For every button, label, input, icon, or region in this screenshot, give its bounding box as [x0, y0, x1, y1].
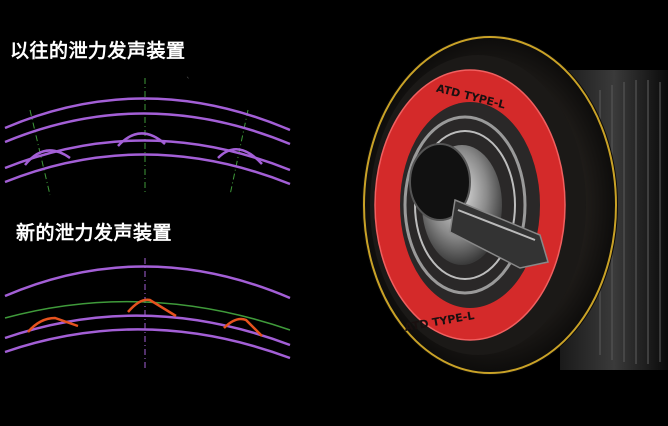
clicker-bump-left: [24, 149, 71, 166]
clicker-ring-inner-arc: [4, 153, 291, 186]
silver-ring-outer: [403, 115, 527, 295]
cam-profile-right: [223, 317, 263, 337]
clicker-ring-arc-new: [4, 314, 291, 347]
conventional-diagram: [4, 78, 291, 196]
clicker-bump-center: [117, 132, 166, 147]
outer-ring-inner-arc: [4, 112, 291, 146]
green-reference-arc: [4, 300, 291, 331]
cam-profile-center: [127, 298, 177, 318]
tick-mark: `: [186, 76, 191, 87]
outer-ring-arc-new: [4, 265, 291, 300]
heading-conventional-drag-clicker: 以往的泄力发声装置: [10, 40, 186, 62]
gold-trim-ring: [363, 36, 617, 374]
clicker-bump-right: [217, 148, 263, 165]
cam-profile-left: [27, 316, 79, 333]
heading-new-drag-clicker: 新的泄力发声装置: [16, 222, 173, 244]
clicker-ring-arc: [4, 139, 291, 172]
outer-ring-arc: [4, 97, 291, 132]
clicker-ring-inner-arc-new: [4, 328, 291, 360]
new-diagram: [4, 258, 291, 370]
